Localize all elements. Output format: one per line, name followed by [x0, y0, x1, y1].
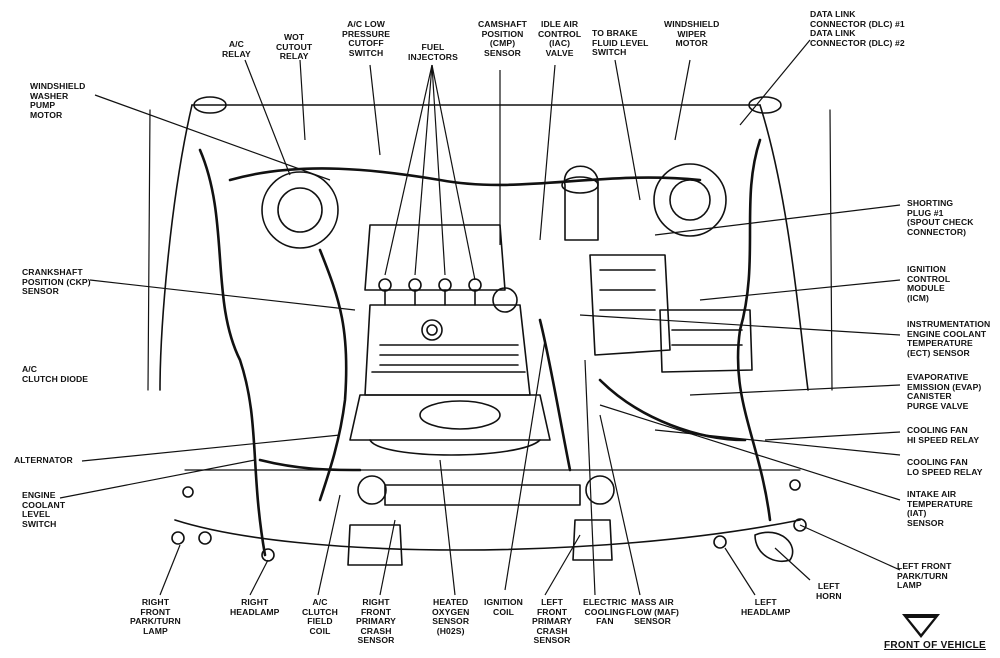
leader-left-crash — [544, 534, 581, 596]
leader-electric-fan — [584, 359, 596, 596]
leader-iat — [599, 404, 901, 501]
leader-cooling-fan-hi — [764, 431, 901, 441]
fuse-relay-block — [659, 309, 753, 373]
air-cleaner — [561, 165, 599, 241]
label-ect-sensor: INSTRUMENTATION ENGINE COOLANT TEMPERATU… — [907, 319, 991, 358]
label-electric-cooling-fan: ELECTRIC COOLING FAN — [583, 597, 627, 627]
intake-manifold — [364, 224, 518, 313]
leader-ac-low-pressure — [369, 64, 381, 156]
leader-left-horn — [774, 547, 811, 581]
leader-washer-pump — [94, 94, 331, 181]
label-ac-low-pressure-cutoff-switch: A/C LOW PRESSURE CUTOFF SWITCH — [342, 19, 391, 58]
lamp-sockets — [171, 479, 807, 562]
label-left-front-crash-sensor: LEFT FRONT PRIMARY CRASH SENSOR — [532, 597, 573, 646]
battery-box — [589, 254, 671, 356]
leader-right-crash — [379, 519, 396, 596]
leader-right-headlamp — [249, 559, 269, 596]
label-iat-sensor: INTAKE AIR TEMPERATURE (IAT) SENSOR — [907, 489, 973, 528]
leader-maf — [599, 414, 641, 596]
label-brake-fluid-switch: TO BRAKE FLUID LEVEL SWITCH — [592, 28, 649, 58]
leader-iac — [539, 64, 556, 241]
leader-ignition-coil — [504, 339, 546, 591]
label-cooling-fan-hi: COOLING FAN HI SPEED RELAY — [907, 425, 980, 445]
label-wiper-motor: WINDSHIELD WIPER MOTOR — [664, 19, 720, 49]
label-ac-relay: A/C RELAY — [222, 39, 251, 59]
leader-right-park-lamp — [159, 544, 181, 596]
label-fuel-injectors: FUEL INJECTORS — [408, 42, 458, 62]
leader-fuel-injectors-1 — [384, 64, 433, 276]
leader-icm — [699, 279, 901, 301]
label-cmp-sensor: CAMSHAFT POSITION (CMP) SENSOR — [478, 19, 528, 58]
radiator-support — [357, 475, 615, 506]
leader-wot-relay — [299, 59, 306, 141]
label-washer-pump-motor: WINDSHIELD WASHER PUMP MOTOR — [30, 81, 86, 120]
leader-ac-relay — [244, 59, 291, 176]
label-right-front-park-lamp: RIGHT FRONT PARK/TURN LAMP — [130, 597, 181, 636]
leader-cooling-fan-lo — [654, 429, 901, 456]
ac-compressor — [347, 524, 403, 566]
strut-tower-right — [653, 96, 782, 237]
leader-brake-fluid — [614, 59, 641, 201]
leader-alternator — [81, 434, 341, 462]
leader-lines — [59, 39, 901, 596]
leader-fuel-injectors-4 — [431, 64, 476, 281]
label-alternator: ALTERNATOR — [14, 455, 73, 465]
leader-shorting-plug — [654, 204, 901, 236]
engine-valve-cover — [364, 304, 531, 396]
label-maf-sensor: MASS AIR FLOW (MAF) SENSOR — [626, 597, 680, 627]
front-arrow — [902, 614, 940, 638]
label-left-horn: LEFT HORN — [816, 581, 842, 601]
label-right-headlamp: RIGHT HEADLAMP — [230, 597, 280, 617]
label-left-headlamp: LEFT HEADLAMP — [741, 597, 791, 617]
label-shorting-plug: SHORTING PLUG #1 (SPOUT CHECK CONNECTOR) — [907, 198, 974, 237]
leader-ho2s — [439, 459, 456, 596]
leader-ckp — [89, 279, 356, 311]
leader-left-headlamp — [724, 547, 756, 596]
label-engine-coolant-level-switch: ENGINE COOLANT LEVEL SWITCH — [22, 490, 66, 529]
label-dlc: DATA LINK CONNECTOR (DLC) #1 DATA LINK C… — [810, 9, 905, 48]
label-front-of-vehicle: FRONT OF VEHICLE — [884, 640, 987, 651]
label-wot-cutout-relay: WOT CUTOUT RELAY — [276, 32, 313, 62]
label-ac-clutch-diode: A/C CLUTCH DIODE — [22, 364, 89, 384]
wiring-harness — [198, 138, 772, 557]
label-cooling-fan-lo: COOLING FAN LO SPEED RELAY — [907, 457, 983, 477]
label-ho2s: HEATED OXYGEN SENSOR (H02S) — [432, 597, 470, 636]
leader-evap — [689, 384, 901, 396]
label-right-front-crash-sensor: RIGHT FRONT PRIMARY CRASH SENSOR — [356, 597, 397, 646]
engine-block — [349, 394, 551, 456]
leader-coolant-switch — [59, 459, 256, 499]
leader-fuel-injectors-2 — [414, 64, 433, 276]
leader-wiper-motor — [674, 59, 691, 141]
leader-ect — [579, 314, 901, 336]
label-icm: IGNITION CONTROL MODULE (ICM) — [907, 264, 951, 303]
leader-dlc — [739, 39, 811, 126]
leader-fuel-injectors-3 — [431, 64, 446, 276]
left-horn-body — [754, 531, 794, 562]
label-ac-clutch-field-coil: A/C CLUTCH FIELD COIL — [302, 597, 338, 636]
strut-tower-left — [193, 96, 339, 249]
leader-left-park-lamp — [799, 524, 901, 571]
engine-bay-outline — [147, 104, 833, 551]
label-evap-purge-valve: EVAPORATIVE EMISSION (EVAP) CANISTER PUR… — [907, 372, 982, 411]
leader-ac-clutch-coil — [317, 494, 341, 596]
label-ckp-sensor: CRANKSHAFT POSITION (CKP) SENSOR — [22, 267, 91, 297]
label-left-front-park-lamp: LEFT FRONT PARK/TURN LAMP — [897, 561, 952, 591]
label-ignition-coil: IGNITION COIL — [484, 597, 523, 617]
label-iac-valve: IDLE AIR CONTROL (IAC) VALVE — [538, 19, 582, 58]
